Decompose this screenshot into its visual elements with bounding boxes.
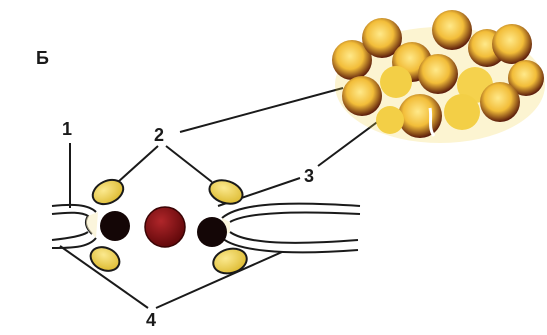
granule-lower-left: [87, 243, 123, 276]
dark-nucleus-right: [197, 217, 227, 247]
callout-1-label: 1: [62, 119, 72, 139]
right-nerve-fiber: [222, 204, 360, 253]
granule-upper-left: [89, 175, 127, 208]
granule-lower-right: [210, 245, 249, 277]
callout-4-label: 4: [146, 310, 156, 330]
leader-2b: [166, 146, 212, 182]
granule-cluster: [332, 10, 545, 143]
leader-2a: [118, 146, 158, 182]
callout-3-label: 3: [304, 166, 314, 186]
dark-nucleus-left: [100, 211, 130, 241]
panel-letter: Б: [36, 48, 49, 68]
leader-2c: [180, 88, 343, 132]
callout-2-label: 2: [154, 125, 164, 145]
central-red-ball: [145, 207, 185, 247]
